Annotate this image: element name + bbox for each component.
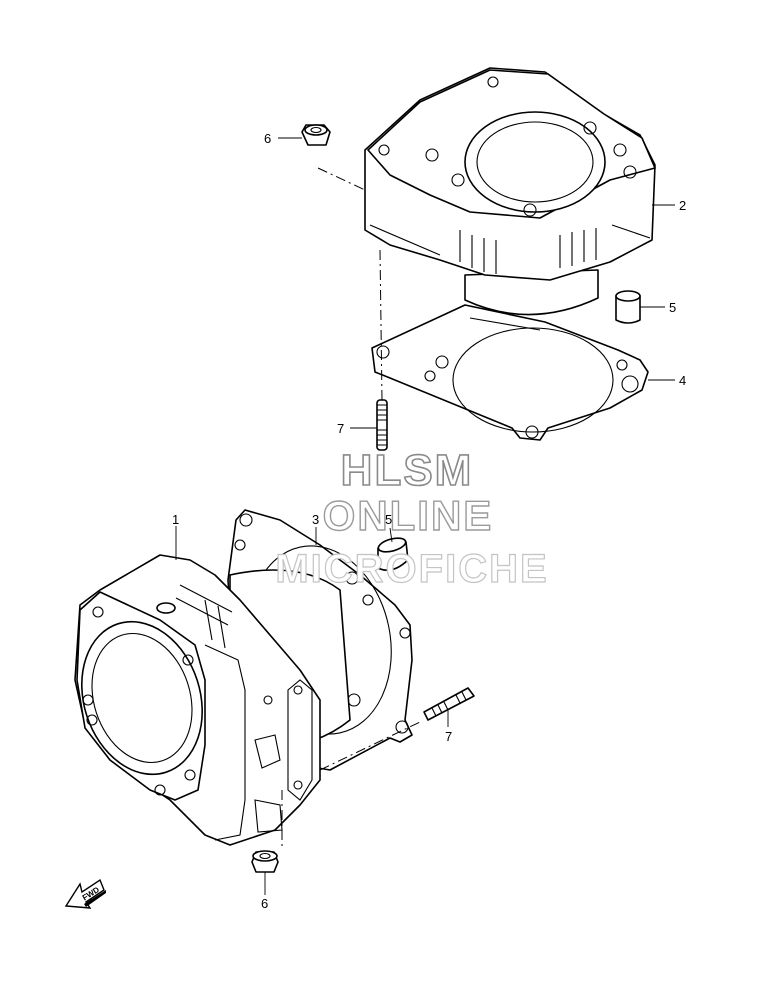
- callout-6-bottom: 6: [261, 896, 268, 911]
- dowel-pin-top: [615, 290, 641, 324]
- watermark-line-3: MICROFICHE: [275, 547, 548, 591]
- callout-3: 3: [312, 512, 319, 527]
- callout-5-top: 5: [669, 300, 676, 315]
- callout-2: 2: [679, 198, 686, 213]
- fwd-arrow-icon: FWD: [64, 878, 106, 909]
- callout-1: 1: [172, 512, 179, 527]
- cylinder-bottom: [74, 554, 351, 846]
- nut-bottom: [251, 850, 279, 873]
- gasket-top: [371, 304, 649, 441]
- dowel-pin-middle: [377, 537, 409, 571]
- callout-7-top: 7: [337, 421, 344, 436]
- watermark-line-1: HLSM: [341, 446, 474, 495]
- callout-6-top: 6: [264, 131, 271, 146]
- stud-bolt-bottom: [423, 687, 475, 721]
- watermark-line-2: ONLINE: [323, 492, 494, 539]
- stud-bolt-top: [376, 399, 388, 451]
- cylinder-top: [364, 67, 656, 316]
- callout-7-bottom: 7: [445, 729, 452, 744]
- leader-lines: [175, 137, 675, 895]
- callout-4: 4: [679, 373, 686, 388]
- watermark: HLSM ONLINE MICROFICHE: [275, 445, 548, 591]
- nut-top: [301, 124, 331, 146]
- callout-5-middle: 5: [385, 512, 392, 527]
